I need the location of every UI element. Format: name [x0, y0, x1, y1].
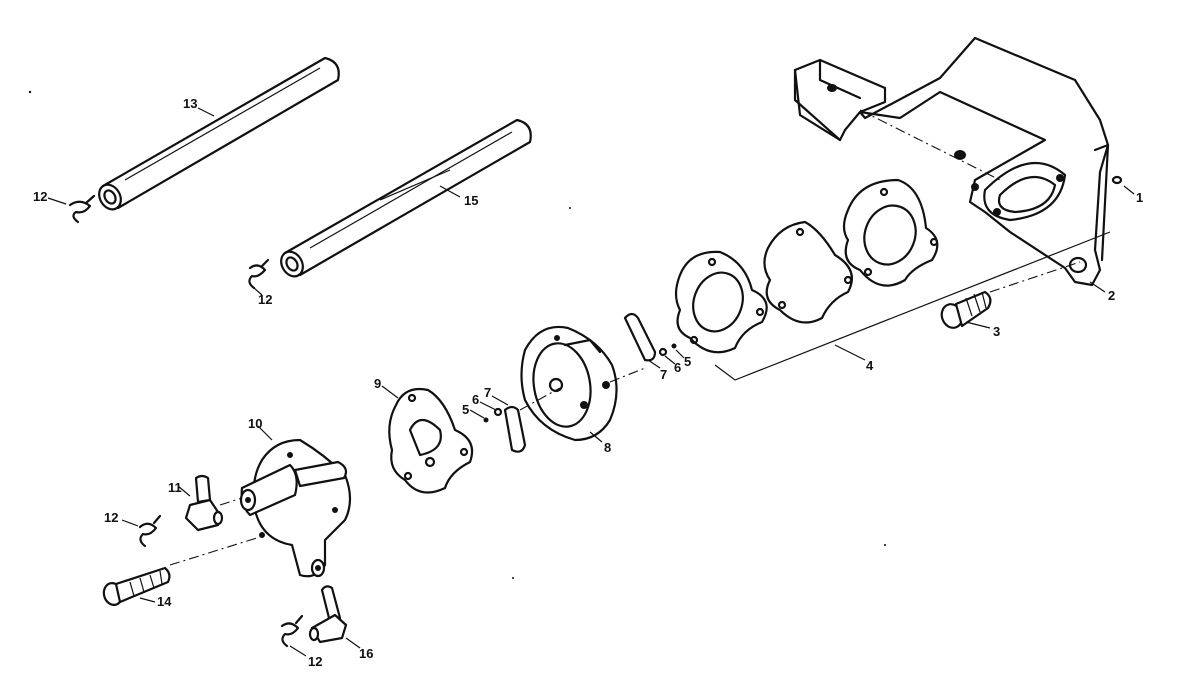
label-part-13: 13 — [183, 96, 197, 111]
label-part-5-left: 5 — [462, 402, 469, 417]
screw-part-5-right — [671, 343, 677, 349]
clamp-12-upper-left — [68, 194, 96, 224]
pump-body-part-8 — [520, 325, 618, 442]
link-part-7-right — [623, 312, 657, 362]
label-part-12-bottom: 12 — [308, 654, 322, 669]
label-part-1: 1 — [1136, 190, 1143, 205]
label-part-12-center: 12 — [258, 292, 272, 307]
screw-part-5-left — [483, 417, 489, 423]
clamp-12-bottom — [280, 614, 304, 648]
label-part-11: 11 — [168, 480, 182, 495]
label-part-2: 2 — [1108, 288, 1115, 303]
label-part-3: 3 — [993, 324, 1000, 339]
label-part-12-left: 12 — [104, 510, 118, 525]
clamp-12-center — [248, 258, 270, 290]
label-part-10: 10 — [248, 416, 262, 431]
pump-cover-part-10 — [239, 438, 352, 578]
elbow-fitting-part-11 — [184, 474, 224, 532]
clamp-12-left — [138, 514, 162, 548]
washer-part-6-right — [658, 347, 668, 357]
washer-part-1 — [1111, 175, 1123, 185]
gasket-1-part-4 — [842, 178, 939, 287]
tube-part-13 — [98, 56, 340, 211]
label-part-6-left: 6 — [472, 392, 479, 407]
label-part-4: 4 — [866, 358, 874, 373]
label-part-7-left: 7 — [484, 385, 491, 400]
screw-part-3 — [940, 290, 992, 329]
label-part-15: 15 — [464, 193, 478, 208]
label-part-5-right: 5 — [684, 354, 691, 369]
gasket-part-9 — [388, 387, 474, 494]
bracket-part-2 — [793, 36, 1110, 287]
label-part-14: 14 — [157, 594, 172, 609]
label-part-9: 9 — [374, 376, 381, 391]
label-part-7-right: 7 — [660, 367, 667, 382]
gasket-3-part-4 — [674, 250, 768, 354]
label-part-6-right: 6 — [674, 360, 681, 375]
gasket-2-part-4 — [763, 220, 853, 324]
tube-part-15 — [280, 118, 532, 278]
label-part-8: 8 — [604, 440, 611, 455]
label-part-12-upper: 12 — [33, 189, 47, 204]
screw-part-14 — [102, 566, 171, 606]
label-part-16: 16 — [359, 646, 373, 661]
link-part-7-left — [503, 405, 527, 453]
washer-part-6-left — [493, 407, 503, 417]
elbow-fitting-part-16 — [308, 585, 348, 644]
